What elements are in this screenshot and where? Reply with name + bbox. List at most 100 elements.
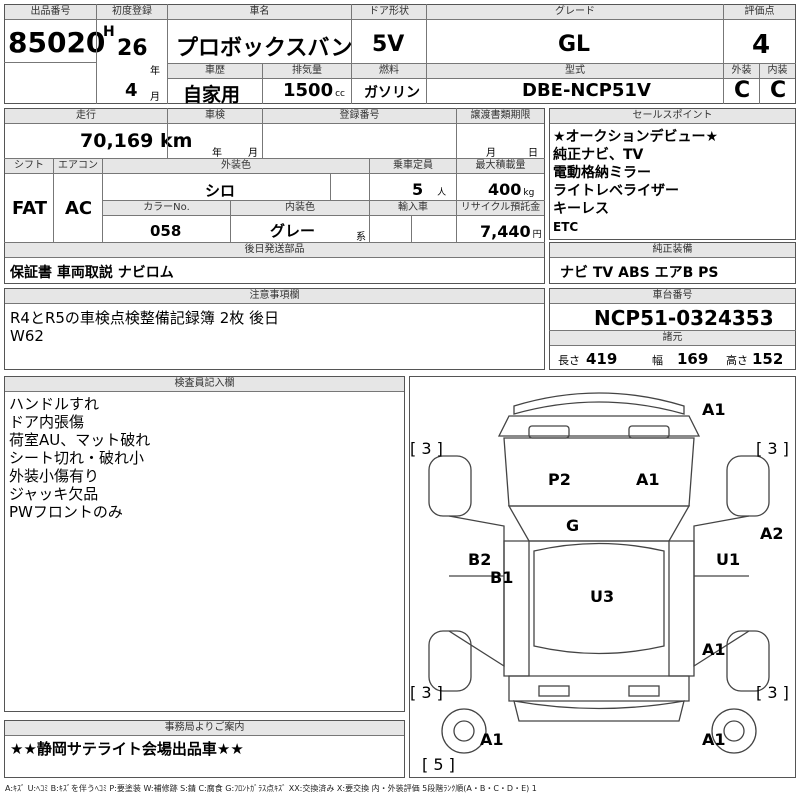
color-no-label: カラーNo. <box>103 201 230 216</box>
sales-item: ETC <box>553 220 579 234</box>
inspector-line: 外装小傷有り <box>9 467 100 485</box>
legend: A:ｷｽﾞ U:ﾍｺﾐ B:ｷｽﾞを伴うﾍｺﾐ P:要塗装 W:補修跡 S:錆 … <box>5 784 537 793</box>
insp-year-unit: 年 <box>212 148 222 159</box>
chassis-number: NCP51-0324353 <box>594 306 774 330</box>
displacement-label: 排気量 <box>263 64 351 79</box>
office-notice: ★★静岡サテライト会場出品車★★ <box>10 740 244 758</box>
ext-score: C <box>734 78 751 103</box>
mileage: 70,169 km <box>80 130 193 152</box>
tire-tread: [ 5 ] <box>422 755 455 774</box>
score: 4 <box>752 30 771 60</box>
chassis-block <box>549 288 796 370</box>
damage-mark: A1 <box>480 730 504 749</box>
ac: AC <box>65 198 93 219</box>
damage-mark: A1 <box>636 470 660 489</box>
int-color-label: 内装色 <box>231 201 369 216</box>
int-color: グレー <box>270 222 316 240</box>
color-no: 058 <box>150 222 182 240</box>
office-block <box>4 720 405 778</box>
history: 自家用 <box>183 84 241 106</box>
model: DBE-NCP51V <box>522 80 651 101</box>
lot-label: 出品番号 <box>5 5 96 20</box>
reg-month: 4 <box>125 80 138 101</box>
damage-mark: A1 <box>702 640 726 659</box>
header-block <box>4 4 796 104</box>
int-score: C <box>770 78 787 103</box>
inspector-line: ハンドルすれ <box>9 395 100 413</box>
sales-label: セールスポイント <box>550 109 795 124</box>
sales-item: ライトレベライザー <box>553 183 679 199</box>
equipment-block <box>549 242 796 284</box>
ext-label: 外装 <box>724 64 759 79</box>
damage-mark: G <box>566 516 580 535</box>
int-label: 内装 <box>760 64 795 79</box>
tire-tread: [ 3 ] <box>410 439 443 458</box>
sales-point-block <box>549 108 796 240</box>
inspector-label: 検査員記入欄 <box>5 377 404 392</box>
lot-number: 85020 <box>8 26 106 59</box>
reg-year: 26 <box>117 36 148 61</box>
car-diagram <box>409 376 796 778</box>
ac-label: エアコン <box>54 159 102 174</box>
transfer-label: 譲渡書類期限 <box>457 109 544 124</box>
damage-mark: A1 <box>702 400 726 419</box>
tire-tread: [ 3 ] <box>756 439 789 458</box>
mileage-label: 走行 <box>5 109 167 124</box>
transfer-day: 日 <box>528 148 538 159</box>
sales-item: 電動格納ミラー <box>553 165 651 181</box>
notes-label: 注意事項欄 <box>5 289 544 304</box>
vehicle-info-block <box>4 108 545 284</box>
history-label: 車歴 <box>168 64 262 79</box>
int-color-unit: 系 <box>356 232 366 243</box>
damage-mark: B2 <box>468 550 492 569</box>
damage-mark: U3 <box>590 587 615 606</box>
sales-item: ★オークションデビュー★ <box>553 129 719 145</box>
car-name: プロボックスバン <box>176 36 353 61</box>
inspector-line: ドア内張傷 <box>9 413 85 431</box>
first-reg-label: 初度登録 <box>97 5 167 20</box>
car-name-label: 車名 <box>168 5 351 20</box>
car-outline <box>428 392 770 754</box>
import-label: 輸入車 <box>370 201 456 216</box>
fuel: ガソリン <box>364 85 420 101</box>
recycle-label: リサイクル預託金 <box>457 201 544 216</box>
sales-list: ★オークションデビュー★ 純正ナビ、TV 電動格納ミラー ライトレベライザー キ… <box>553 128 718 236</box>
spec-label: 諸元 <box>550 331 795 346</box>
reg-month-unit: 月 <box>150 92 160 103</box>
after-parts: 保証書 車両取説 ナビロム <box>10 265 174 281</box>
equip-label: 純正装備 <box>550 243 795 258</box>
after-label: 後日発送部品 <box>5 243 544 258</box>
capacity-label: 乗車定員 <box>370 159 456 174</box>
inspector-block <box>4 376 405 712</box>
transfer-month: 月 <box>486 148 496 159</box>
damage-mark: A1 <box>702 730 726 749</box>
era: H <box>103 24 115 40</box>
notes-line: R4とR5の車検点検整備記録簿 2枚 後日 <box>10 309 280 327</box>
shift: FAT <box>12 198 48 219</box>
fuel-label: 燃料 <box>352 64 426 79</box>
office-label: 事務局よりご案内 <box>5 721 404 736</box>
sales-item: キーレス <box>553 201 609 217</box>
grade-label: グレード <box>427 5 723 20</box>
plate-label: 登録番号 <box>263 109 456 124</box>
color-label: 外装色 <box>103 159 369 174</box>
tire-tread: [ 3 ] <box>410 683 443 702</box>
equipment: ナビ TV ABS エアB PS <box>560 265 719 281</box>
damage-mark: B1 <box>490 568 514 587</box>
score-label: 評価点 <box>724 5 795 20</box>
insp-month-unit: 月 <box>248 148 258 159</box>
notes-line: W62 <box>10 327 44 345</box>
inspection-label: 車検 <box>168 109 262 124</box>
tire-tread: [ 3 ] <box>756 683 789 702</box>
inspector-line: ジャッキ欠品 <box>9 485 99 503</box>
model-label: 型式 <box>427 64 723 79</box>
door-label: ドア形状 <box>352 5 426 20</box>
door-type: 5V <box>372 32 405 57</box>
